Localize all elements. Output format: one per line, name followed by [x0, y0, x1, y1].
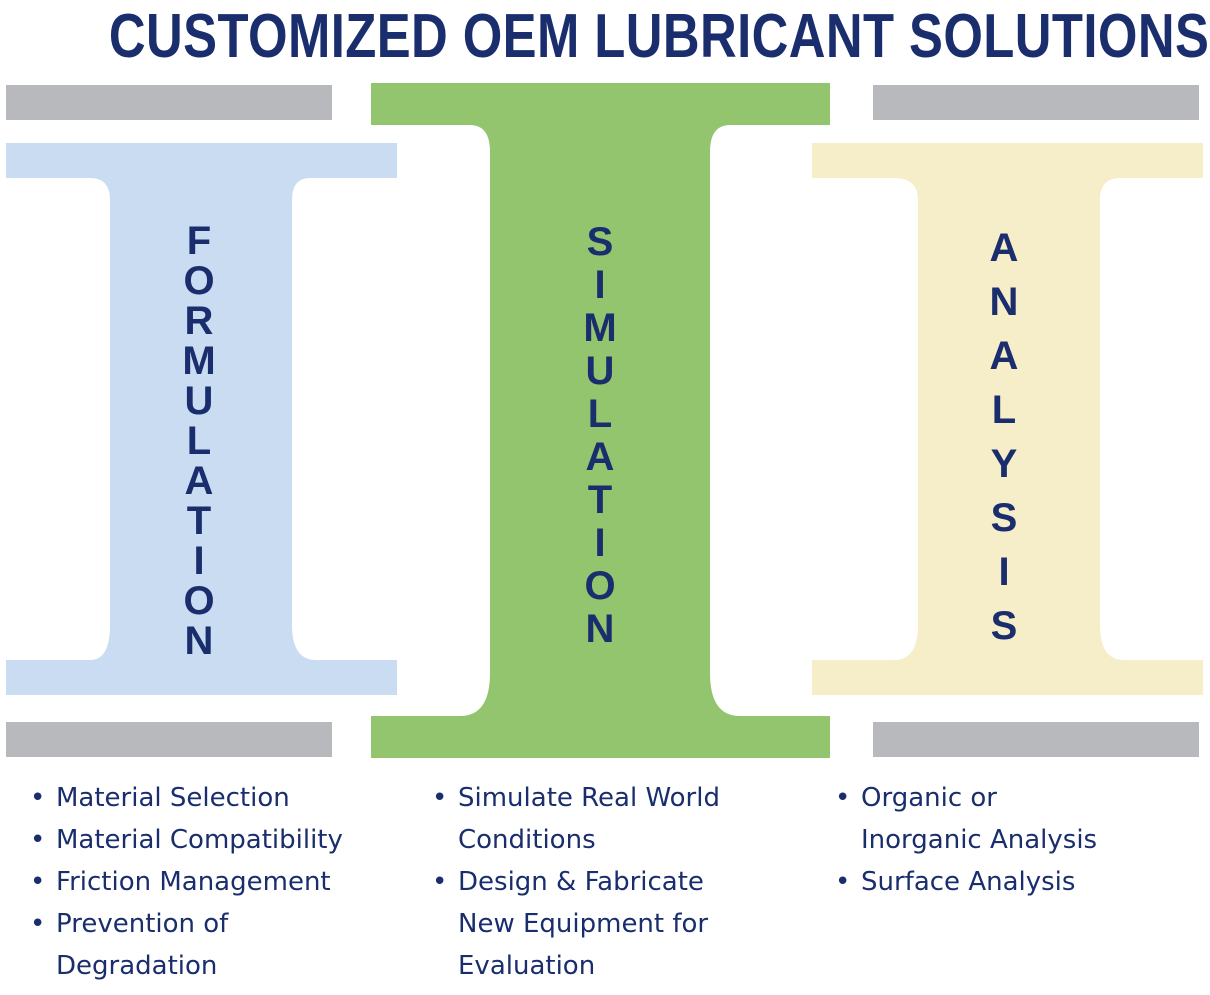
list-item: Prevention of Degradation	[30, 903, 286, 987]
letter: Y	[990, 442, 1018, 486]
analysis-bullet-list: Organic or Inorganic Analysis Surface An…	[835, 777, 1135, 903]
letter: A	[989, 334, 1019, 378]
letter: U	[585, 349, 615, 393]
letter: U	[184, 379, 214, 423]
letter: I	[594, 521, 606, 565]
page-title: CUSTOMIZED OEM LUBRICANT SOLUTIONS	[108, 2, 1210, 71]
formulation-i-beam	[6, 143, 397, 695]
letter: N	[585, 607, 615, 651]
list-item: Friction Management	[30, 861, 375, 903]
letter: N	[989, 280, 1019, 324]
letter: S	[990, 496, 1018, 540]
list-item: Organic or Inorganic Analysis	[835, 777, 1116, 861]
simulation-vertical-label: S I M U L A T I O N	[565, 221, 635, 651]
letter: S	[586, 220, 614, 264]
list-item: Material Compatibility	[30, 819, 375, 861]
gray-bar-bottom-right	[873, 722, 1199, 757]
analysis-vertical-label: A N A L Y S I S	[969, 221, 1039, 653]
list-item: Simulate Real World Conditions	[432, 777, 738, 861]
formulation-vertical-label: F O R M U L A T I O N	[164, 221, 234, 661]
letter: I	[998, 550, 1010, 594]
gray-bar-top-right	[873, 85, 1199, 120]
simulation-bullet-list: Simulate Real World Conditions Design & …	[432, 777, 742, 987]
list-item: Surface Analysis	[835, 861, 1135, 903]
simulation-i-beam	[371, 83, 830, 758]
list-item: Design & Fabricate New Equipment for Eva…	[432, 861, 738, 987]
letter: L	[991, 388, 1017, 432]
letter: A	[585, 435, 615, 479]
letter: M	[583, 306, 617, 350]
letter: A	[184, 459, 214, 503]
analysis-i-beam	[812, 143, 1203, 695]
letter: R	[184, 299, 214, 343]
letter: O	[183, 579, 215, 623]
letter: T	[587, 478, 613, 522]
letter: O	[584, 564, 616, 608]
letter: I	[193, 539, 205, 583]
letter: F	[186, 219, 212, 263]
gray-bar-top-left	[6, 85, 332, 120]
list-item: Material Selection	[30, 777, 375, 819]
letter: S	[990, 604, 1018, 648]
letter: M	[182, 339, 216, 383]
letter: O	[183, 259, 215, 303]
letter: L	[587, 392, 613, 436]
letter: L	[186, 419, 212, 463]
letter: T	[186, 499, 212, 543]
formulation-bullet-list: Material Selection Material Compatibilit…	[30, 777, 375, 987]
letter: A	[989, 226, 1019, 270]
letter: N	[184, 619, 214, 663]
gray-bar-bottom-left	[6, 722, 332, 757]
letter: I	[594, 263, 606, 307]
